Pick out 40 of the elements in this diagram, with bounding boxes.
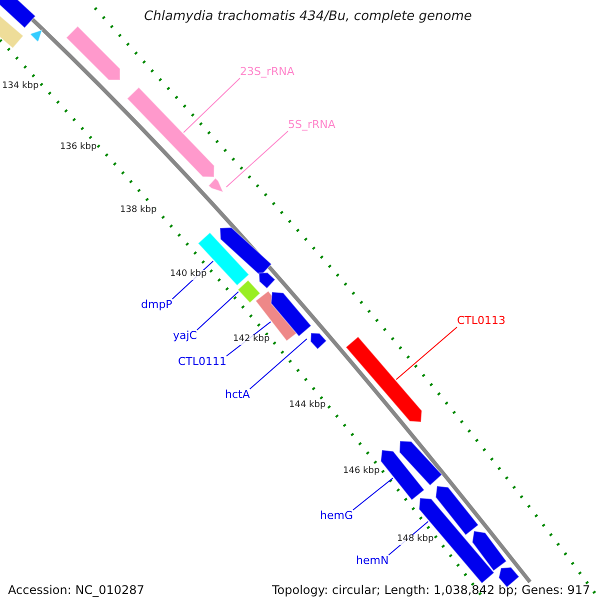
leader-line: [183, 78, 240, 133]
gene-block: [270, 291, 312, 337]
gene-block: [435, 485, 479, 536]
scale-label: 148 kbp: [397, 535, 434, 545]
scale-label: 146 kbp: [343, 467, 380, 477]
gene-label: 23S_rRNA: [240, 66, 294, 78]
gene-block: [237, 280, 261, 304]
scale-label: 142 kbp: [233, 335, 270, 345]
scale-label: 138 kbp: [120, 206, 157, 216]
gene-block: [399, 440, 443, 486]
leader-line: [249, 338, 308, 390]
gene-block: [310, 332, 328, 350]
leader-line: [196, 291, 239, 330]
leader-line: [396, 326, 458, 380]
accession-text: Accession: NC_010287: [8, 584, 144, 598]
scale-label: 144 kbp: [289, 401, 326, 411]
gene-block: [0, 0, 36, 29]
genome-summary-text: Topology: circular; Length: 1,038,842 bp; Genes: 917: [272, 584, 590, 598]
gene-block: [30, 29, 43, 42]
gene-label: CTL0113: [457, 315, 506, 328]
gene-label: hctA: [225, 389, 250, 402]
gene-block: [380, 449, 425, 501]
gene-label: hemG: [320, 510, 353, 522]
leader-line: [226, 130, 288, 188]
gene-block: [472, 530, 508, 572]
map-title: Chlamydia trachomatis 434/Bu, complete genome: [143, 10, 473, 24]
gene-block: [126, 86, 215, 178]
gene-block: [345, 336, 422, 423]
scale-label: 136 kbp: [60, 143, 97, 153]
gene-block: [219, 227, 272, 277]
gene-label: dmpP: [141, 299, 172, 312]
gene-label: CTL0111: [178, 356, 227, 368]
scale-label: 134 kbp: [2, 82, 39, 92]
gene-block: [66, 26, 120, 80]
scale-label: 140 kbp: [170, 270, 207, 280]
gene-label: yajC: [173, 330, 197, 342]
gene-label: hemN: [356, 555, 389, 568]
gene-block: [208, 178, 224, 193]
leader-line: [352, 478, 394, 510]
gene-label: 5S_rRNA: [288, 119, 336, 132]
